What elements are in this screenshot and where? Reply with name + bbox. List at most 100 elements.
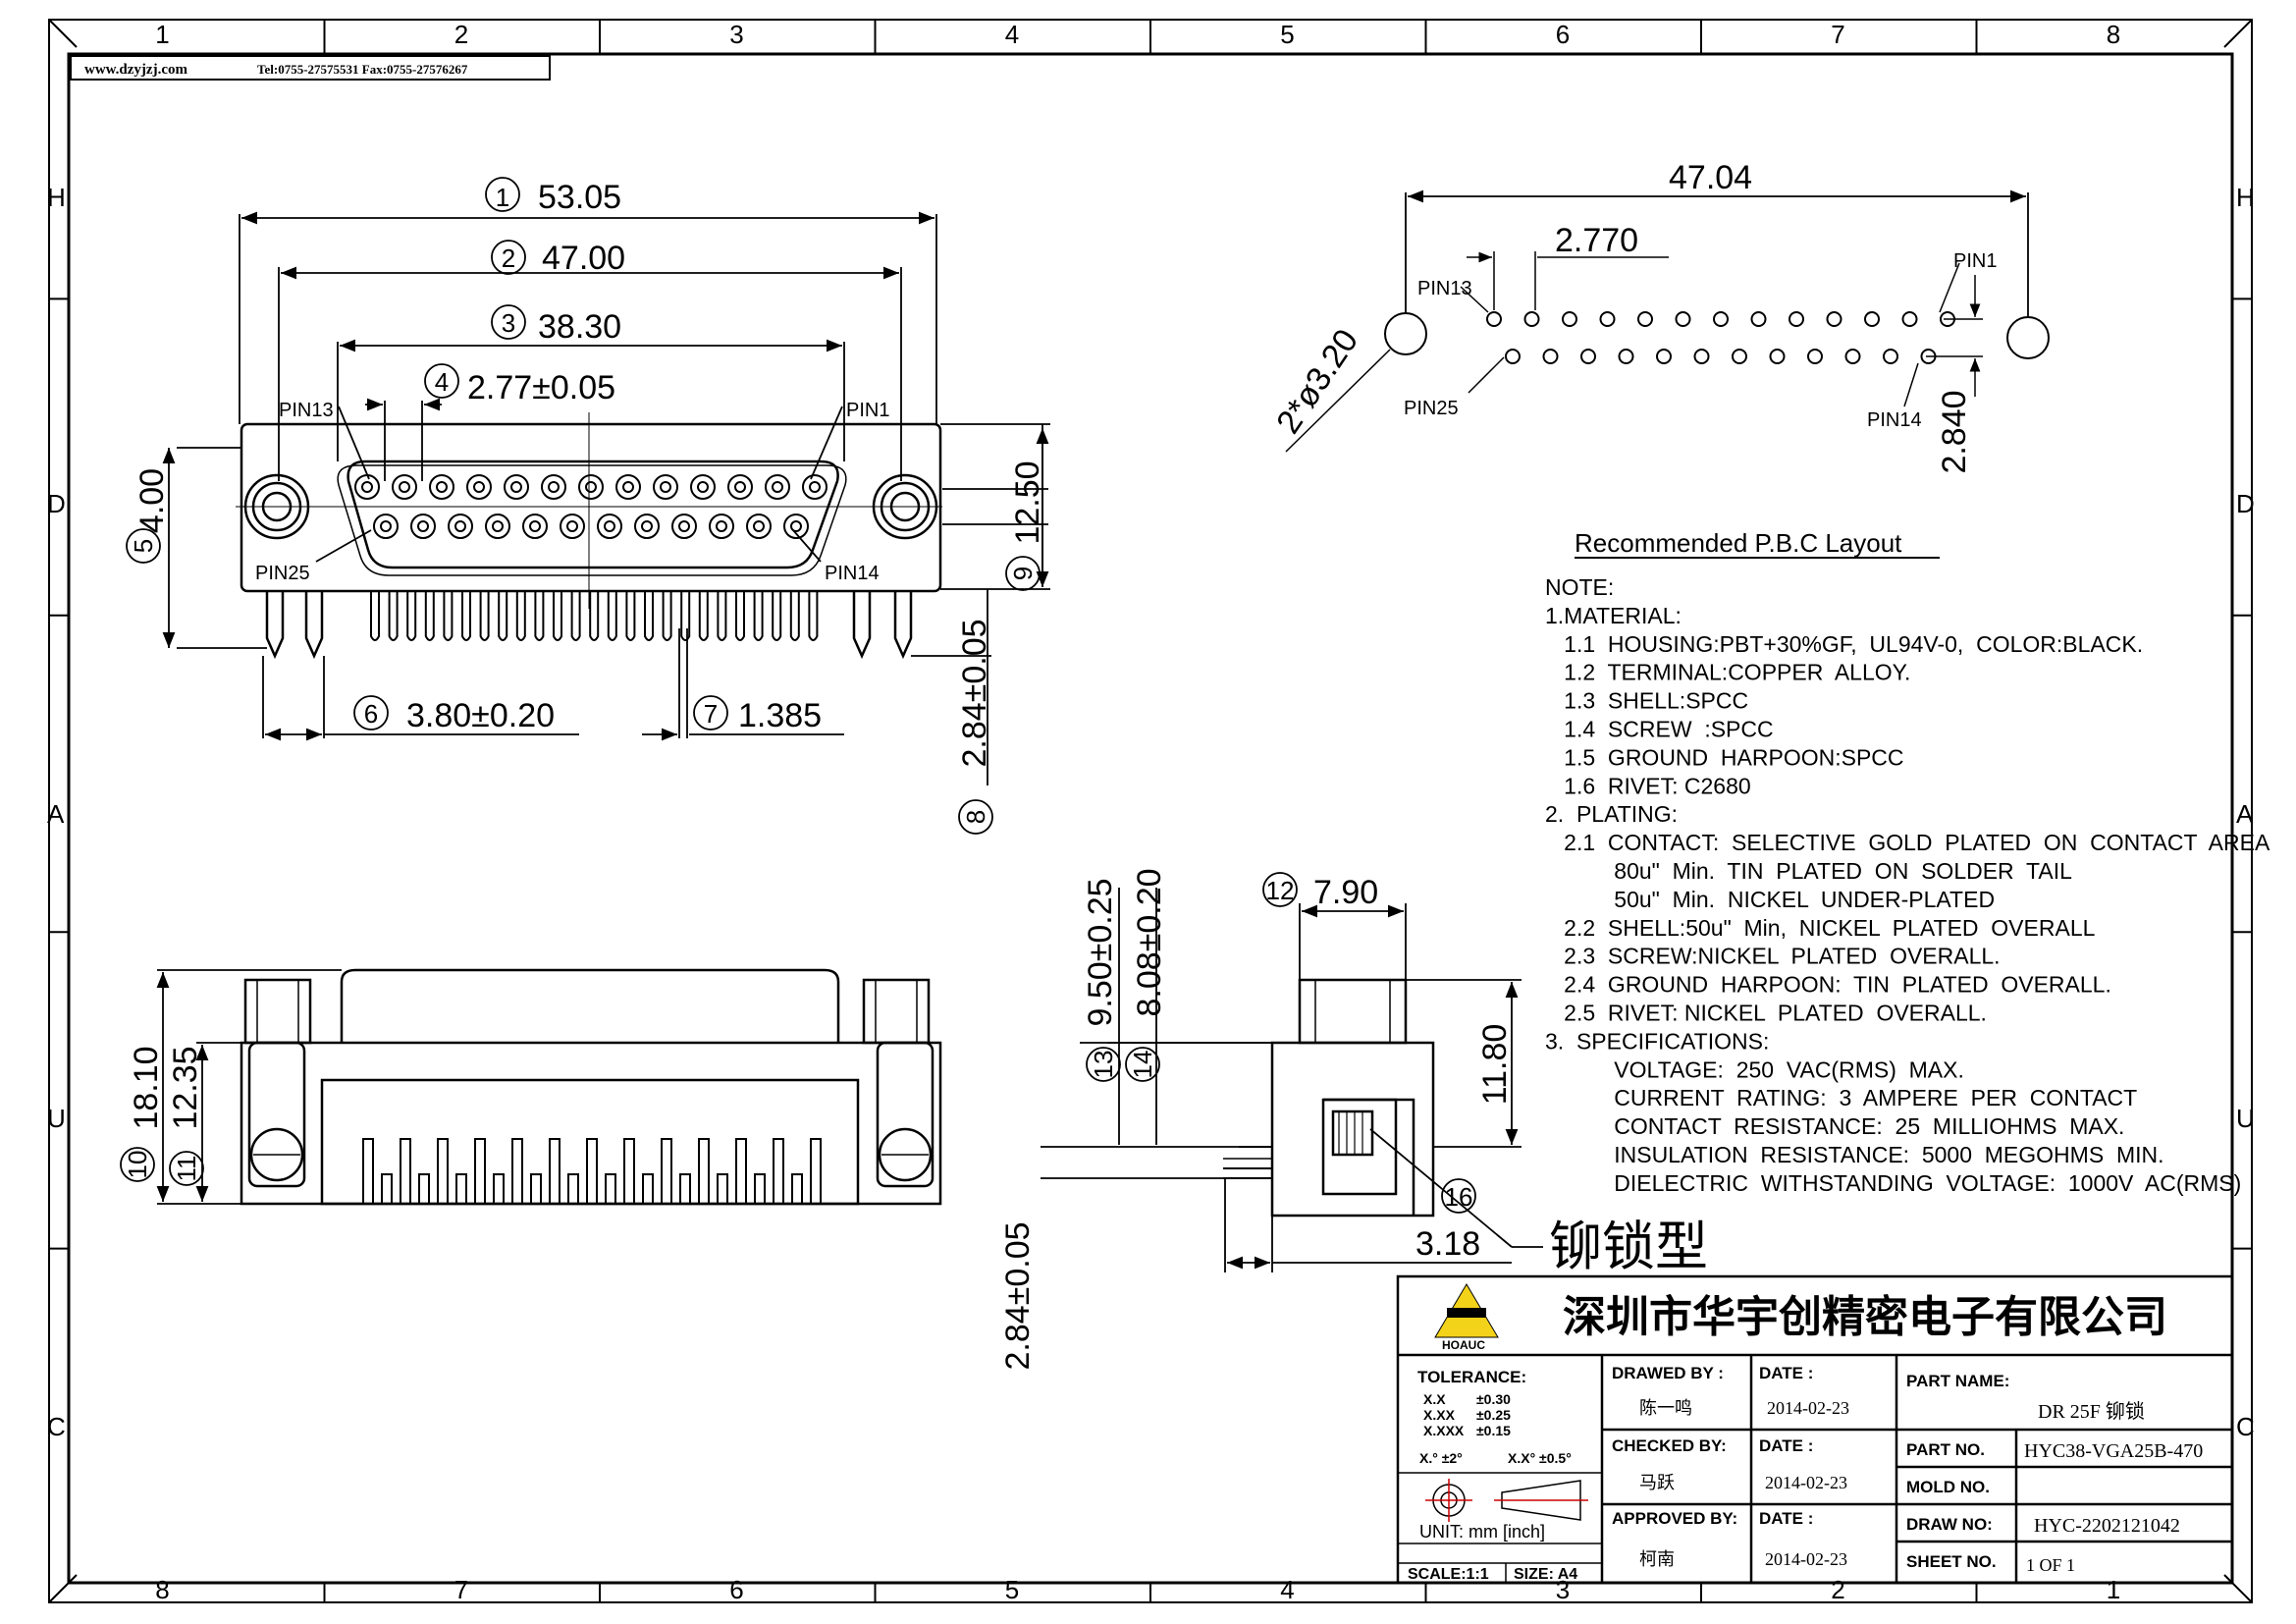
header-box: www.dzyjzj.com Tel:0755-27575531 Fax:075…	[70, 55, 551, 81]
tolerance-label: TOLERANCE:	[1417, 1368, 1526, 1386]
bottom-view-labels: 10 18.10 11 12.35	[120, 1046, 204, 1186]
pcb-rowgap-value: 2.840	[1936, 390, 1973, 473]
dim-10-number: 10	[123, 1151, 152, 1179]
note-line: 2. PLATING:	[1545, 801, 1678, 827]
dim-16-number: 16	[1445, 1182, 1473, 1212]
note-line: DIELECTRIC WITHSTANDING VOLTAGE: 1000V A…	[1545, 1170, 2241, 1196]
note-line: 1.5 GROUND HARPOON:SPCC	[1545, 744, 1904, 770]
front-solder-tail	[589, 591, 600, 641]
front-solder-tail	[498, 591, 508, 641]
bottom-tail-short	[717, 1173, 728, 1205]
dim-4-value: 2.77±0.05	[467, 369, 615, 406]
note-line: 2.1 CONTACT: SELECTIVE GOLD PLATED ON CO…	[1545, 830, 2270, 855]
bottom-tail-long	[661, 1138, 672, 1205]
front-pin-bottom-core	[604, 520, 615, 532]
front-pin-bottom	[634, 514, 660, 539]
border-col-label-bottom: 4	[1280, 1575, 1294, 1604]
front-pin-top	[429, 474, 454, 500]
side-view-labels: 12 7.90 9.50±0.25 8.08±0.20 13 14 11.80 …	[999, 868, 1708, 1370]
front-harpoons	[265, 591, 913, 660]
front-solder-tail	[772, 591, 782, 641]
dim-11-value: 12.35	[167, 1046, 204, 1129]
border-col-label-top: 1	[155, 20, 169, 49]
bottom-tail-long	[437, 1138, 449, 1205]
border-col-label-bottom: 6	[729, 1575, 743, 1604]
part-name-value: DR 25F 铆锁	[2038, 1400, 2145, 1423]
bottom-tail-long	[400, 1138, 411, 1205]
dim-8-number: 8	[961, 810, 990, 824]
tol-xx-value: ±0.25	[1476, 1407, 1511, 1423]
dim-13-number: 13	[1089, 1051, 1118, 1079]
front-pin25-label: PIN25	[255, 563, 310, 584]
front-pin-top	[727, 474, 753, 500]
front-pin-bottom-core	[529, 520, 541, 532]
drawed-by-value: 陈一鸣	[1639, 1398, 1692, 1418]
bottom-tail-long	[586, 1138, 598, 1205]
pcb-hole-bottom	[1618, 349, 1634, 364]
date-value-2: 2014-02-23	[1765, 1473, 1847, 1492]
dim-318-value: 3.18	[1415, 1225, 1480, 1263]
pcb-pin14-label: PIN14	[1867, 409, 1922, 431]
checked-by-label: CHECKED BY:	[1612, 1436, 1727, 1455]
dim-1-number: 1	[496, 183, 509, 212]
front-view-dimensions	[162, 211, 1050, 785]
front-pin-bottom	[746, 514, 772, 539]
sheet-no-value: 1 OF 1	[2026, 1555, 2075, 1575]
front-pin14-label: PIN14	[825, 563, 880, 584]
notes-block: NOTE:1.MATERIAL: 1.1 HOUSING:PBT+30%GF, …	[1545, 574, 2270, 1196]
pcb-hole-top	[1562, 311, 1577, 327]
dim-12-number: 12	[1266, 876, 1295, 905]
front-pin-top	[765, 474, 790, 500]
size-text: SIZE: A4	[1514, 1566, 1577, 1583]
border-col-label-top: 5	[1280, 20, 1294, 49]
front-solder-tail	[388, 591, 399, 641]
side-view	[1223, 978, 1435, 1218]
front-solder-tail	[370, 591, 380, 641]
company-name: 深圳市华宇创精密电子有限公司	[1563, 1293, 2167, 1341]
part-name-label: PART NAME:	[1906, 1372, 2009, 1390]
front-pin13-label: PIN13	[279, 400, 334, 421]
logo-text: HOAUC	[1442, 1338, 1485, 1352]
bottom-tail-long	[810, 1138, 822, 1205]
note-line: 1.1 HOUSING:PBT+30%GF, UL94V-0, COLOR:BL…	[1545, 631, 2143, 657]
dim-13-value: 9.50±0.25	[1082, 878, 1119, 1026]
bottom-tail-short	[642, 1173, 654, 1205]
scale-text: SCALE:1:1	[1408, 1566, 1489, 1583]
bottom-tail-short	[567, 1173, 579, 1205]
front-pin1-label: PIN1	[846, 400, 889, 421]
front-pin-bottom	[783, 514, 809, 539]
bottom-solder-tails	[362, 1138, 822, 1205]
front-solder-tail	[607, 591, 617, 641]
border-col-label-bottom: 8	[155, 1575, 169, 1604]
border-col-label-top: 4	[1005, 20, 1019, 49]
dim-9-value: 12.50	[1009, 460, 1046, 544]
front-pin-top	[354, 474, 380, 500]
front-solder-tail	[424, 591, 435, 641]
front-pin-top-core	[622, 481, 634, 493]
pcb-pin13-label: PIN13	[1417, 278, 1472, 299]
note-line: 80u" Min. TIN PLATED ON SOLDER TAIL	[1545, 858, 2072, 884]
approved-by-label: APPROVED BY:	[1612, 1509, 1737, 1528]
bottom-tail-long	[474, 1138, 486, 1205]
date-value-1: 2014-02-23	[1767, 1398, 1849, 1418]
dim-7-value: 1.385	[738, 697, 822, 734]
bottom-tail-long	[362, 1138, 374, 1205]
bottom-tail-long	[623, 1138, 635, 1205]
border-col-label-top: 6	[1556, 20, 1570, 49]
side-height-value: 11.80	[1476, 1024, 1514, 1106]
bottom-tail-short	[754, 1173, 766, 1205]
front-pin-top-core	[473, 481, 485, 493]
front-pin-top-core	[361, 481, 373, 493]
border-row-label-right: U	[2236, 1104, 2255, 1133]
pcb-hole-top	[1789, 311, 1804, 327]
front-pin-bottom-core	[790, 520, 802, 532]
front-pin-bottom-core	[417, 520, 429, 532]
pcb-hole-bottom	[1656, 349, 1672, 364]
pcb-hole-bottom	[1844, 349, 1861, 364]
pcb-hole-bottom	[1769, 349, 1786, 364]
dim-6-number: 6	[364, 699, 378, 729]
bottom-tail-short	[418, 1173, 430, 1205]
pcb-hole-top	[1901, 311, 1918, 327]
dim-9-number: 9	[1008, 567, 1038, 580]
note-line: 1.4 SCREW :SPCC	[1545, 717, 1774, 742]
